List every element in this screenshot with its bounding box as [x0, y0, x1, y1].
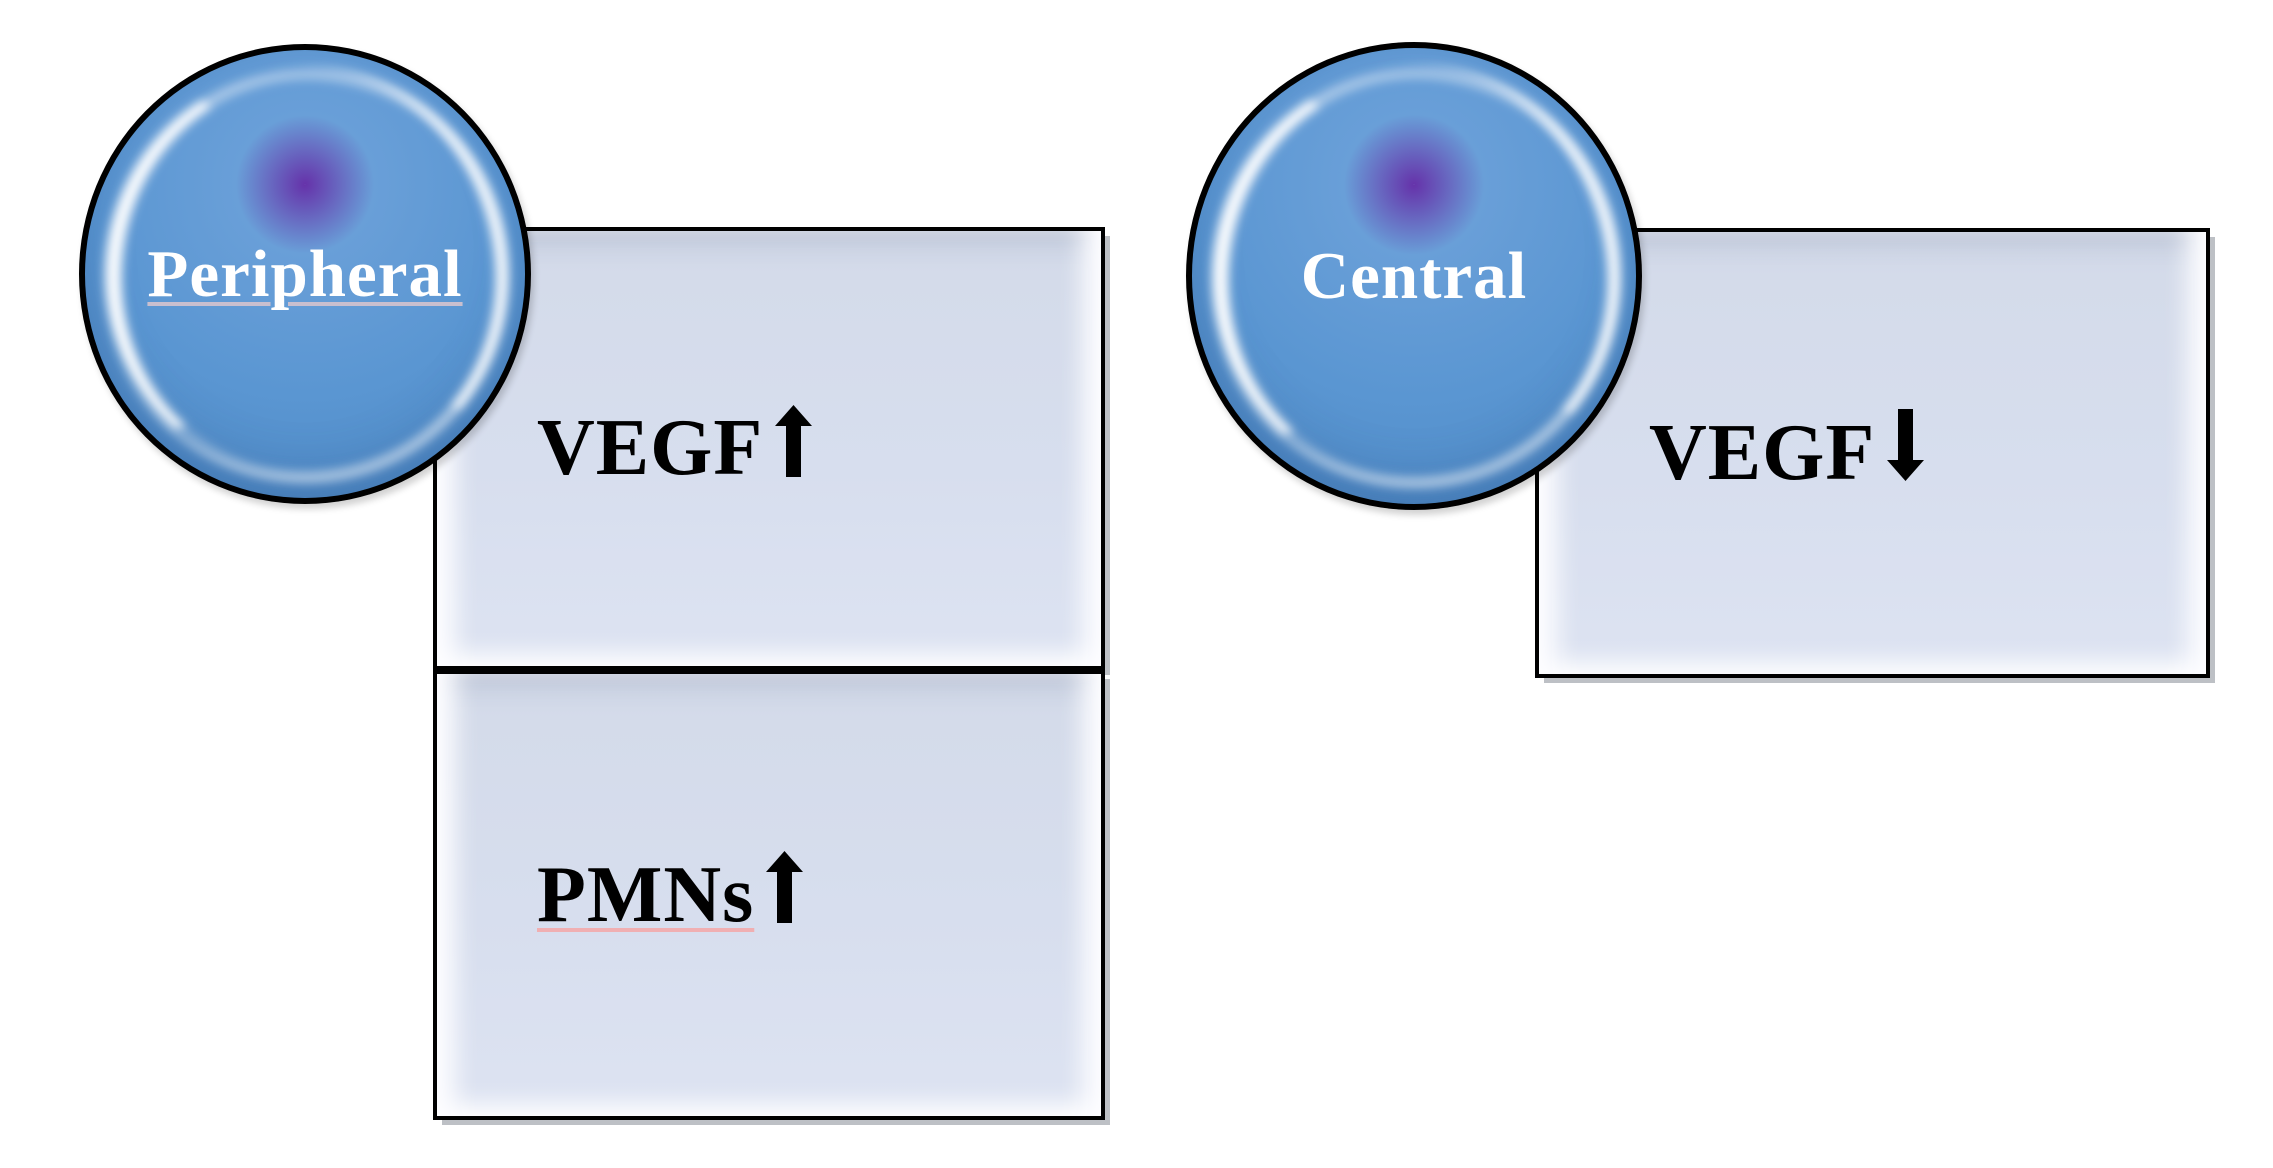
up-arrow-icon	[766, 851, 804, 923]
peripheral-circle-label: Peripheral	[147, 236, 463, 311]
down-arrow-icon	[1887, 409, 1925, 481]
vegf-up-text: VEGF	[537, 404, 764, 492]
up-arrow-icon	[775, 404, 813, 477]
peripheral-pmns-box: PMNs	[433, 670, 1105, 1120]
peripheral-vegf-label: VEGF	[537, 403, 813, 494]
peripheral-pmns-label: PMNs	[537, 850, 804, 941]
central-vegf-box: VEGF	[1535, 228, 2210, 678]
peripheral-circle: Peripheral	[79, 44, 531, 504]
peripheral-vegf-box: VEGF	[433, 227, 1105, 670]
central-circle: Central	[1186, 42, 1642, 510]
pmns-up-text: PMNs	[537, 850, 755, 939]
vegf-down-text: VEGF	[1649, 408, 1876, 497]
central-vegf-label: VEGF	[1649, 408, 1925, 499]
central-circle-label: Central	[1300, 238, 1528, 313]
